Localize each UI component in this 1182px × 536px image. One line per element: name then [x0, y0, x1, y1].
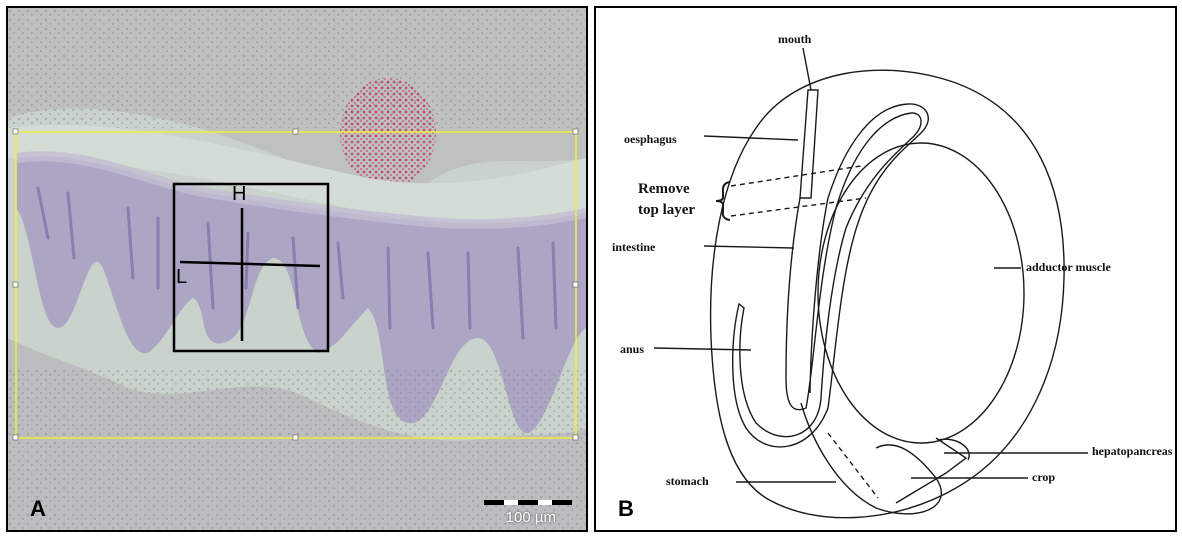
label-crop: crop: [1032, 470, 1055, 485]
label-remove-top-layer-1: Remove: [638, 180, 690, 199]
roi-length-label: L: [176, 266, 187, 289]
crop-outline: [896, 438, 966, 503]
roi-height-label: H: [232, 183, 246, 206]
micrograph-panel: H L 100 µm A: [6, 6, 588, 532]
label-remove-top-layer-2: top layer: [638, 201, 695, 220]
label-adductor-muscle: adductor muscle: [1026, 260, 1111, 275]
label-hepatopancreas: hepatopancreas: [1092, 444, 1172, 459]
anatomy-diagram-panel: mouth oesphagus Remove top layer intesti…: [594, 6, 1177, 532]
shell-outline: [711, 70, 1065, 517]
remove-layer-line-top: [731, 166, 861, 186]
micrograph-image: [8, 8, 586, 530]
label-mouth: mouth: [778, 32, 811, 47]
panel-a-letter: A: [30, 496, 46, 522]
label-oesphagus: oesphagus: [624, 132, 677, 147]
label-intestine: intestine: [612, 240, 655, 255]
label-anus: anus: [620, 342, 644, 357]
intestine-loop: [733, 104, 929, 447]
oesophagus-outline: [800, 90, 818, 198]
panel-b-letter: B: [618, 496, 634, 522]
adductor-muscle-outline: [818, 143, 1024, 443]
scale-bar-label: 100 µm: [506, 509, 556, 526]
stomach-dashed-line: [828, 433, 878, 498]
label-stomach: stomach: [666, 474, 709, 489]
